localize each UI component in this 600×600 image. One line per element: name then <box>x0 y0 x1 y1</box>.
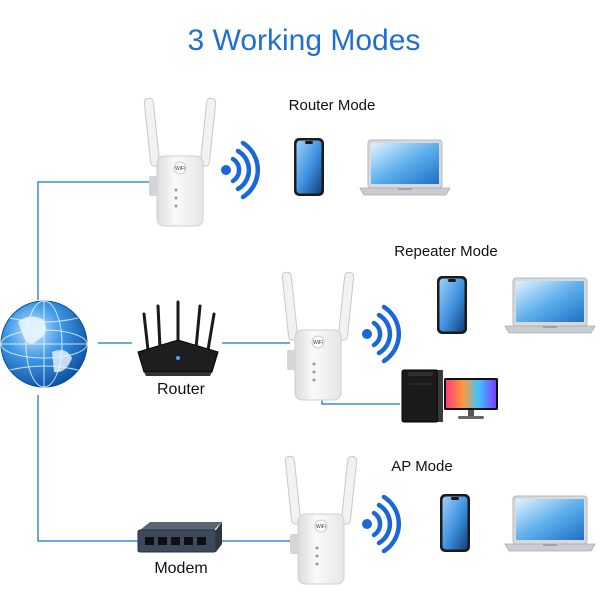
ap-mode-label: AP Mode <box>391 458 452 475</box>
desktop-pc-icon <box>401 369 498 423</box>
laptop-icon <box>504 495 596 552</box>
page-title: 3 Working Modes <box>188 24 421 57</box>
router-icon <box>137 300 219 376</box>
connector-globe-to-router-mode <box>37 181 152 300</box>
globe-icon <box>0 300 88 388</box>
router-mode-label: Router Mode <box>289 97 376 114</box>
wifi-signal-icon <box>362 497 399 551</box>
router-label: Router <box>157 381 206 398</box>
smartphone-icon <box>437 276 467 334</box>
wifi-signal-icon <box>362 307 399 361</box>
wifi-extender-icon <box>284 455 358 585</box>
smartphone-icon <box>294 138 324 196</box>
wifi-extender-icon <box>143 97 217 227</box>
smartphone-icon <box>440 494 470 552</box>
wifi-extender-icon <box>281 271 355 401</box>
laptop-icon <box>504 277 596 334</box>
modem-label: Modem <box>154 560 207 577</box>
repeater-mode-label: Repeater Mode <box>394 243 497 260</box>
wifi-signal-icon <box>221 143 258 197</box>
network-switch-icon <box>137 522 222 553</box>
connector-globe-to-modem <box>37 395 138 542</box>
laptop-icon <box>359 139 451 196</box>
